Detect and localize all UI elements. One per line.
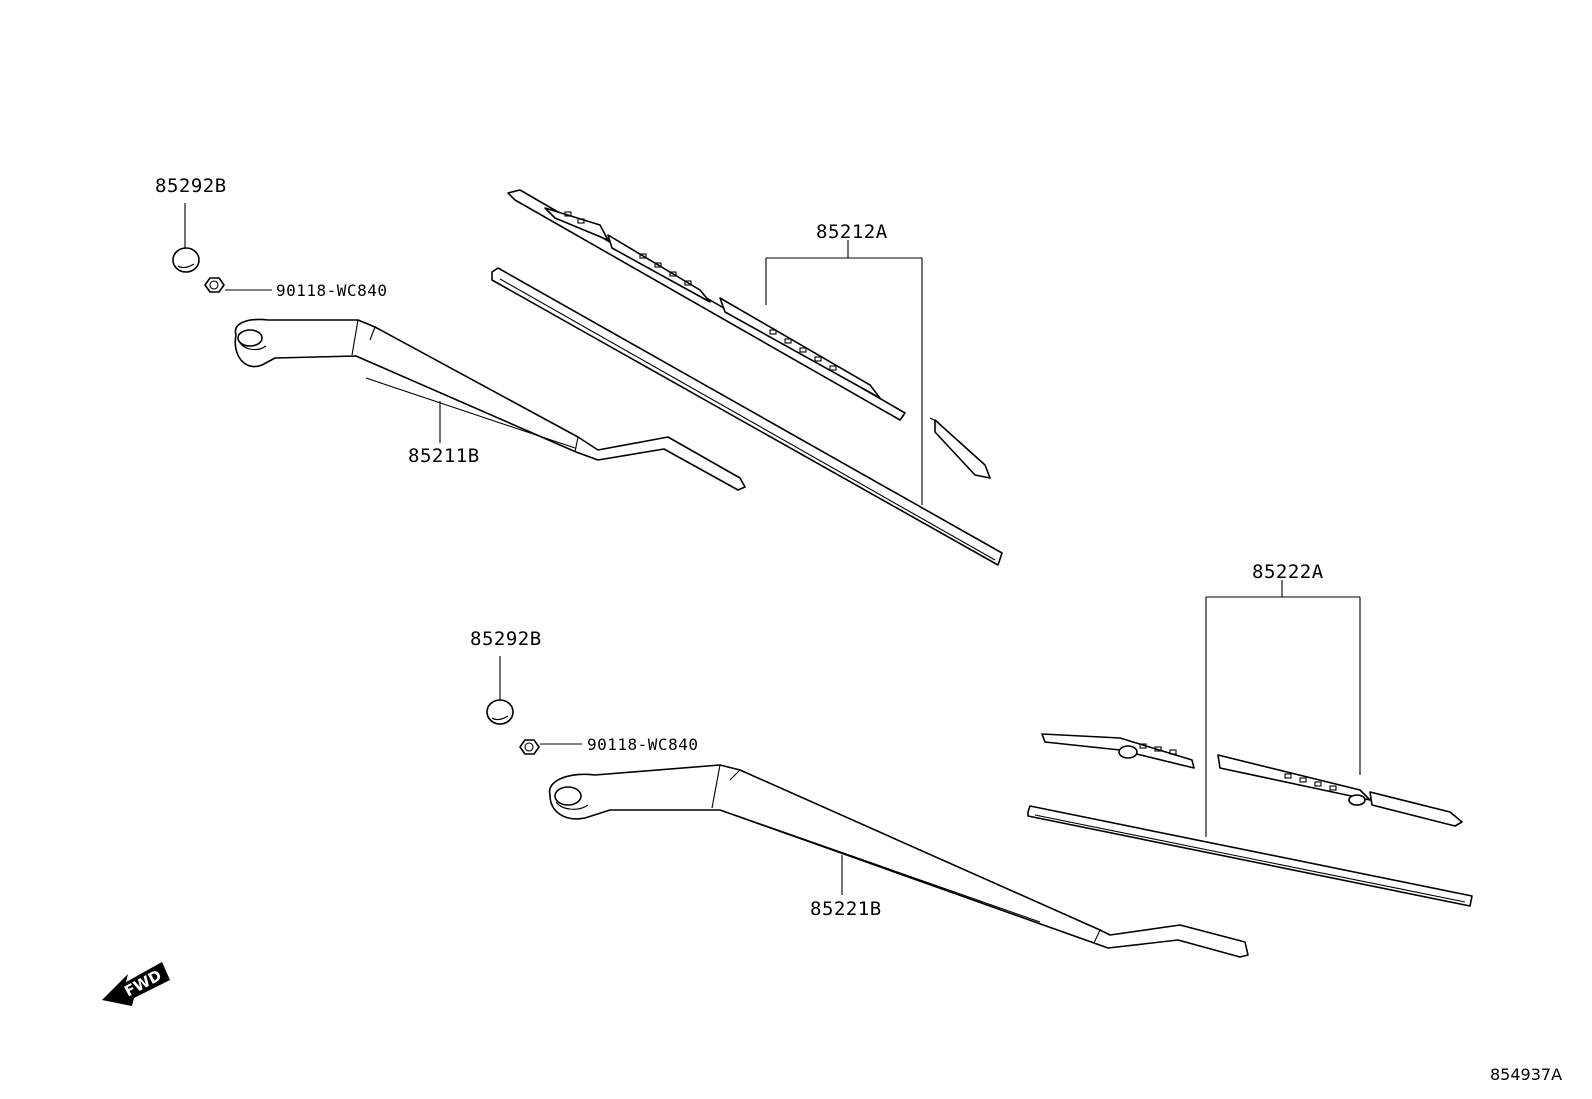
diagram-id: 854937A bbox=[1490, 1065, 1562, 1084]
wiper-blade-rubber-lower[interactable] bbox=[1027, 805, 1473, 907]
blade-lower-label: 85222A bbox=[1252, 561, 1324, 583]
arm-lower-label: 85221B bbox=[810, 898, 882, 920]
blade-upper-label: 85212A bbox=[816, 221, 888, 243]
wiper-arm-upper[interactable] bbox=[234, 318, 746, 491]
fwd-arrow-label: FWD bbox=[121, 966, 164, 1000]
fwd-arrow-icon: FWD bbox=[102, 962, 170, 1006]
wiper-blade-frame-lower[interactable] bbox=[1041, 733, 1463, 827]
nut-upper[interactable] bbox=[204, 277, 272, 293]
blade-lower-bracket bbox=[1205, 580, 1361, 837]
nut-lower[interactable] bbox=[519, 739, 582, 755]
arm-upper-label: 85211B bbox=[408, 445, 480, 467]
cap-upper[interactable] bbox=[172, 203, 200, 273]
wiper-blade-frame-upper[interactable] bbox=[507, 189, 991, 479]
wiper-blade-rubber-upper[interactable] bbox=[491, 267, 1003, 566]
nut-upper-label: 90118-WC840 bbox=[276, 281, 387, 300]
blade-upper-bracket bbox=[765, 240, 923, 505]
wiper-arm-lower[interactable] bbox=[548, 764, 1249, 958]
nut-lower-label: 90118-WC840 bbox=[587, 735, 698, 754]
cap-upper-label: 85292B bbox=[155, 175, 227, 197]
cap-lower[interactable] bbox=[486, 656, 514, 725]
cap-lower-label: 85292B bbox=[470, 628, 542, 650]
